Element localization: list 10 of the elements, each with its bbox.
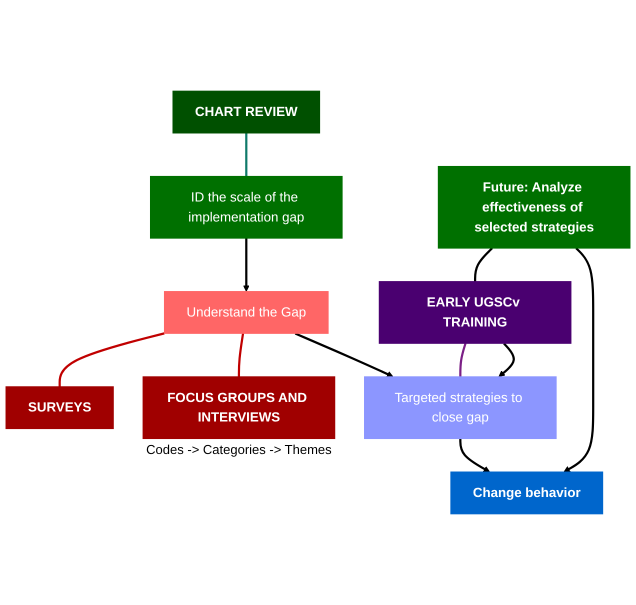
process-box: FOCUS GROUPS AND INTERVIEWS	[142, 376, 336, 440]
process-box: Targeted strategies to close gap	[364, 376, 557, 440]
process-box: SURVEYS	[6, 386, 114, 430]
process-box: CHART REVIEW	[172, 90, 320, 134]
process-box: EARLY UGSCv TRAINING	[378, 281, 572, 344]
process-box: Change behavior	[450, 472, 604, 514]
node-note: Codes -> Categories -> Themes	[146, 442, 332, 457]
process-box: Future: Analyze effectiveness of selected strategies	[438, 166, 630, 249]
process-box: Understand the Gap	[164, 291, 329, 334]
process-box: ID the scale of the implementation gap	[150, 176, 343, 239]
